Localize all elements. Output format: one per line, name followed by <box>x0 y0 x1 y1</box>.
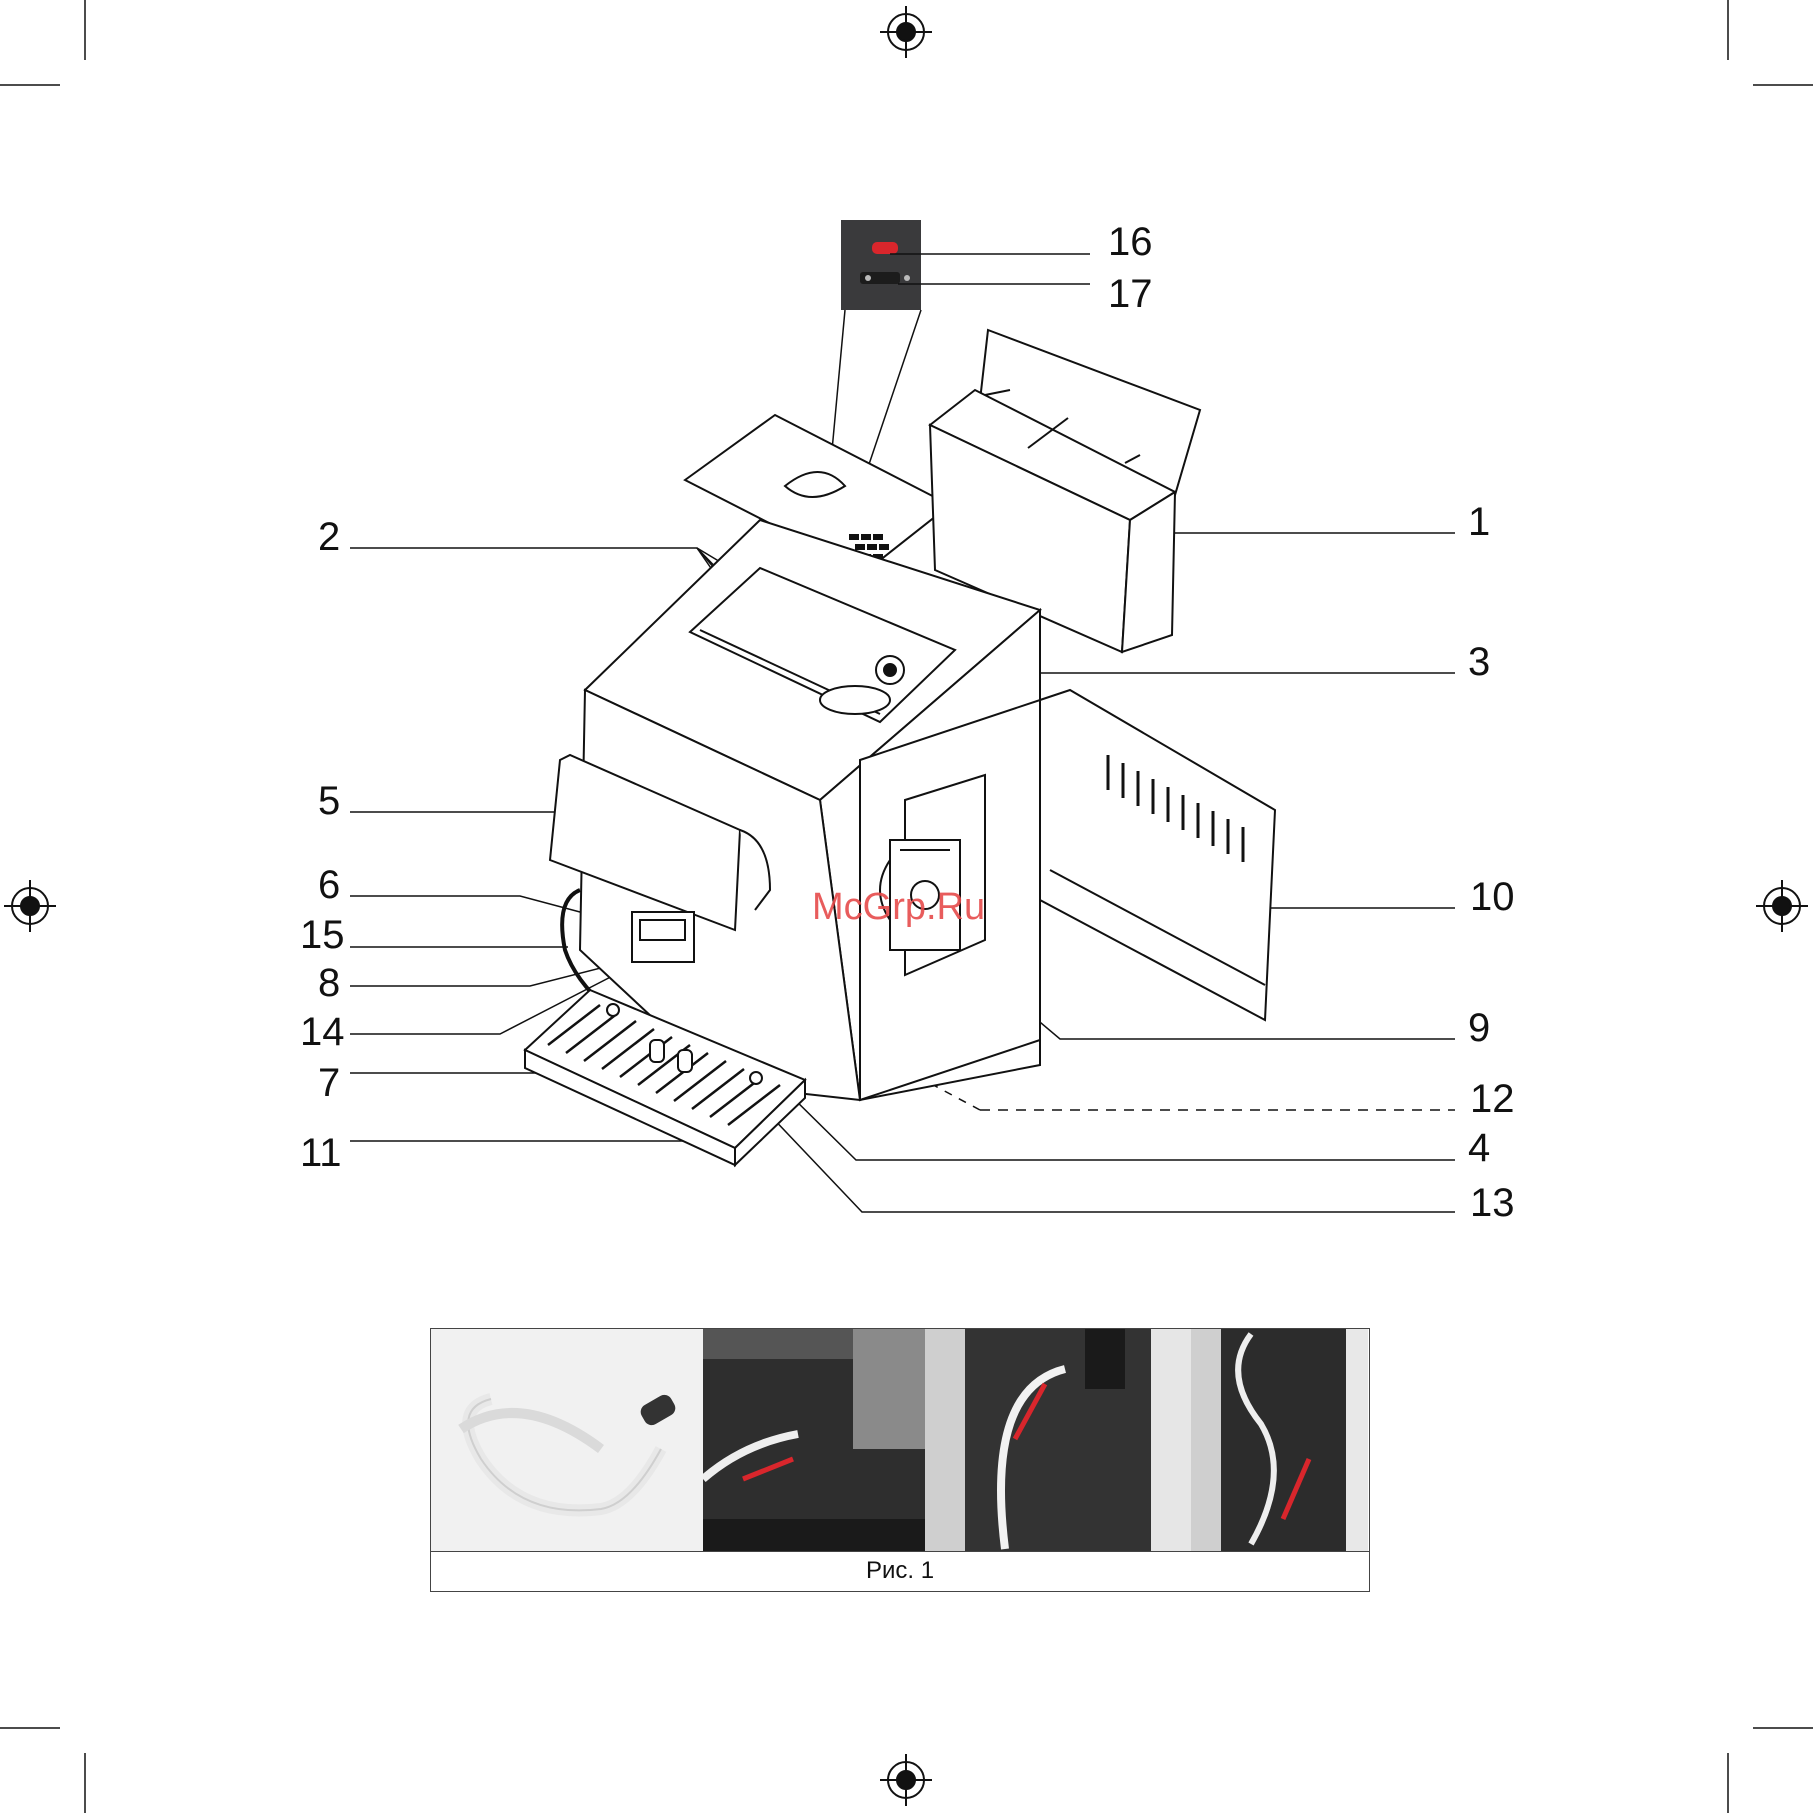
callout-11: 11 <box>300 1133 342 1173</box>
callout-16: 16 <box>1108 222 1153 262</box>
callout-15: 15 <box>300 915 345 955</box>
callout-6: 6 <box>318 865 340 905</box>
callout-9: 9 <box>1468 1008 1490 1048</box>
photo-step-2 <box>703 1329 925 1551</box>
side-door <box>1040 690 1275 1020</box>
callout-5: 5 <box>318 781 340 821</box>
callout-7: 7 <box>318 1063 340 1103</box>
callout-14: 14 <box>300 1012 345 1052</box>
photo-strip: Рис. 1 <box>430 1328 1370 1592</box>
registration-target-bottom <box>880 1754 932 1806</box>
callout-4: 4 <box>1468 1128 1490 1168</box>
callout-1: 1 <box>1468 502 1490 542</box>
registration-target-top <box>880 6 932 58</box>
photo-step-4 <box>1191 1329 1368 1551</box>
photo-step-3 <box>925 1329 1191 1551</box>
figure-caption: Рис. 1 <box>431 1551 1369 1591</box>
photo-step-3-icon <box>925 1329 1191 1551</box>
photo-step-2-icon <box>703 1329 925 1551</box>
milk-tube-photo-icon <box>431 1329 703 1551</box>
callout-8: 8 <box>318 963 340 1003</box>
callout-17: 17 <box>1108 274 1153 314</box>
callout-3: 3 <box>1468 642 1490 682</box>
registration-target-left <box>4 880 56 932</box>
registration-target-right <box>1756 880 1808 932</box>
photo-step-4-icon <box>1191 1329 1368 1551</box>
callout-2: 2 <box>318 517 340 557</box>
photo-milk-tube <box>431 1329 703 1551</box>
callout-10: 10 <box>1470 877 1515 917</box>
watermark-text: McGrp.Ru <box>812 886 985 929</box>
callout-13: 13 <box>1470 1183 1515 1223</box>
callout-12: 12 <box>1470 1079 1515 1119</box>
